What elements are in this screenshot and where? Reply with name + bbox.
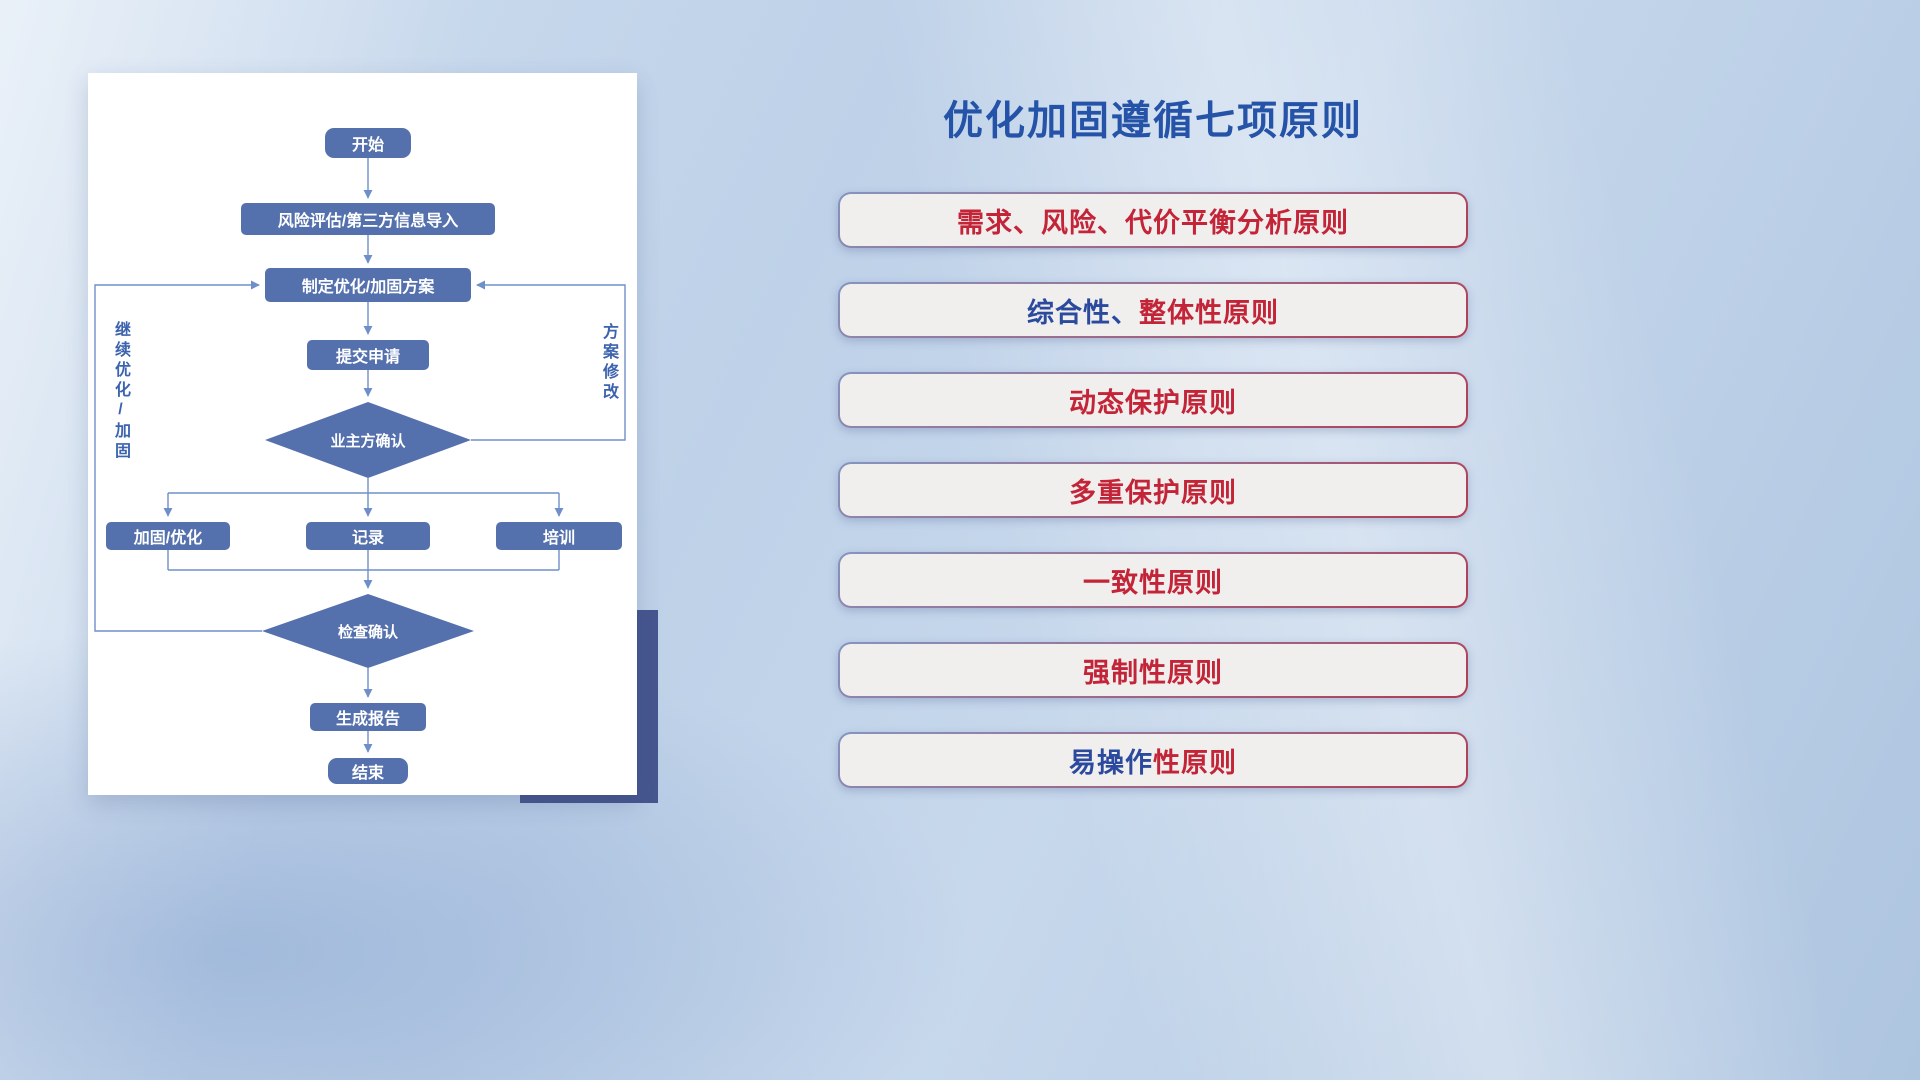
principles-panel: 优化加固遵循七项原则 需求、风险、代价平衡分析原则综合性、整体性原则动态保护原则… — [838, 88, 1468, 822]
principle-card: 动态保护原则 — [838, 372, 1468, 428]
flow-node-training: 培训 — [496, 522, 622, 550]
principle-text: 多重保护原则 — [840, 464, 1466, 516]
principles-list: 需求、风险、代价平衡分析原则综合性、整体性原则动态保护原则多重保护原则一致性原则… — [838, 192, 1468, 788]
principle-text: 强制性原则 — [840, 644, 1466, 696]
flow-label-continue-loop: 继续优化/加固 — [112, 321, 129, 462]
principle-card: 一致性原则 — [838, 552, 1468, 608]
flowchart-card: 开始 风险评估/第三方信息导入 制定优化/加固方案 提交申请 业主方确认 加固/… — [88, 73, 637, 795]
principle-card: 易操作性原则 — [838, 732, 1468, 788]
principle-text: 一致性原则 — [840, 554, 1466, 606]
principle-text: 综合性、整体性原则 — [840, 284, 1466, 336]
principle-card: 强制性原则 — [838, 642, 1468, 698]
principle-text-segment: 动态保护原则 — [1069, 387, 1237, 418]
principle-text: 易操作性原则 — [840, 734, 1466, 786]
principle-text-segment: 综合性、 — [1027, 297, 1139, 328]
flow-node-risk-import: 风险评估/第三方信息导入 — [241, 203, 495, 235]
flow-node-record: 记录 — [306, 522, 430, 550]
principle-text: 需求、风险、代价平衡分析原则 — [840, 194, 1466, 246]
flow-connectors-diagram — [94, 158, 626, 753]
flow-node-make-plan: 制定优化/加固方案 — [265, 268, 471, 302]
principle-text-segment: 一致性原则 — [1083, 567, 1223, 598]
panel-title: 优化加固遵循七项原则 — [943, 99, 1363, 143]
flow-node-end: 结束 — [328, 758, 408, 784]
principle-text-segment: 多重保护原则 — [1069, 477, 1237, 508]
principle-text: 动态保护原则 — [840, 374, 1466, 426]
principle-card: 需求、风险、代价平衡分析原则 — [838, 192, 1468, 248]
flow-node-report: 生成报告 — [310, 703, 426, 731]
flow-node-reinforce: 加固/优化 — [106, 522, 230, 550]
flow-label-plan-revision: 方案修改 — [600, 323, 617, 403]
principle-text-segment: 需求、风险、代价平衡分析原则 — [957, 207, 1349, 238]
principle-card: 多重保护原则 — [838, 462, 1468, 518]
principle-text-segment: 强制性原则 — [1083, 657, 1223, 688]
flow-node-submit: 提交申请 — [307, 340, 429, 370]
principle-text-segment: 性原则 — [1153, 747, 1237, 778]
principle-card: 综合性、整体性原则 — [838, 282, 1468, 338]
principle-text-segment: 整体性原则 — [1139, 297, 1279, 328]
principle-text-segment: 易操作 — [1069, 747, 1153, 778]
flow-node-start: 开始 — [325, 128, 411, 158]
